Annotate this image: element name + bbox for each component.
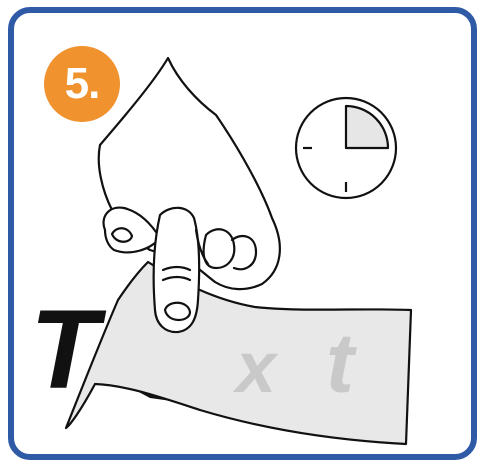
clock-icon xyxy=(296,98,396,198)
ghost-letter-x: x xyxy=(232,328,279,408)
ghost-letter-t: t xyxy=(326,316,357,410)
substrate-letter-t: T xyxy=(30,287,107,412)
